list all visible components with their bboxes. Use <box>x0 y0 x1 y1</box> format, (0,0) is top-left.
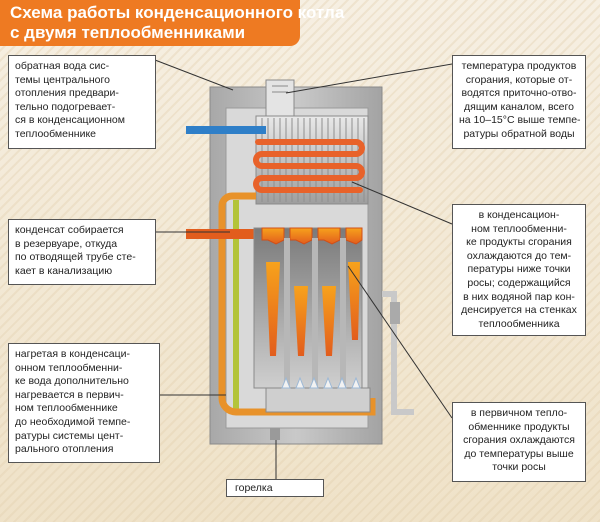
callout-condensing-exchanger: в конденсацион- ном теплообменни- ке про… <box>452 204 586 336</box>
callout-heated-water-line-6: до необходимой темпе- <box>15 415 131 428</box>
callout-primary-exchanger-line-4: до температуры выше <box>464 447 574 460</box>
callout-condensing-exchanger-line-4: охлаждаются до тем- <box>466 249 572 262</box>
callout-flue-temperature-line-3: водятся приточно-отво- <box>461 87 577 100</box>
condensate-drain-pipe <box>382 291 414 415</box>
callout-condensate: конденсат собирается в резервуаре, откуд… <box>8 219 156 285</box>
title-line-2: с двумя теплообменниками <box>10 23 246 42</box>
primary-heat-exchanger <box>261 227 363 245</box>
hot-water-coil <box>253 139 365 193</box>
callout-return-water-line-5: ся в конденсационном <box>15 114 125 127</box>
callout-primary-exchanger-line-3: сгорания охлаждаются <box>463 434 575 447</box>
title-banner: Схема работы конденсационного котла с дв… <box>0 0 344 46</box>
leader-lines <box>154 59 453 479</box>
callout-flue-temperature-line-5: на 10–15°С выше темпе- <box>459 114 581 127</box>
callout-heated-water-line-7: ратуры системы цент- <box>15 429 124 442</box>
callout-condensing-exchanger-line-6: росы; содержащийся <box>467 276 571 289</box>
callout-condensing-exchanger-line-7: в них водяной пар кон- <box>463 290 575 303</box>
callout-return-water: обратная вода сис- темы центрального ото… <box>8 55 156 149</box>
callout-heated-water-line-5: ном теплообменнике <box>15 402 118 415</box>
callout-condensing-exchanger-line-9: теплообменника <box>478 317 560 330</box>
callout-flue-temperature-line-4: дящим каналом, всего <box>464 100 574 113</box>
title-line-1: Схема работы конденсационного котла <box>10 3 345 22</box>
burner-label: горелка <box>226 479 324 497</box>
callout-heated-water-line-1: нагретая в конденсаци- <box>15 348 131 360</box>
hot-transfer-pipe <box>218 192 376 416</box>
callout-condensing-exchanger-line-8: денсируется на стенках <box>461 304 577 317</box>
callout-return-water-line-2: темы центрального <box>15 73 110 86</box>
callout-primary-exchanger-line-5: точки росы <box>492 461 546 474</box>
flue-gas-flow <box>266 262 360 356</box>
callout-condensate-line-1: конденсат собирается <box>15 224 124 236</box>
callout-flue-temperature-line-6: ратуры обратной воды <box>463 127 575 140</box>
callout-condensing-exchanger-line-5: пературы ниже точки <box>467 263 571 276</box>
callout-return-water-line-6: теплообменнике <box>15 127 96 140</box>
callout-heated-water: нагретая в конденсаци- онном теплообменн… <box>8 343 160 463</box>
callout-heated-water-line-4: нагревается в первич- <box>15 388 124 401</box>
callout-condensate-line-3: по отводящей трубе сте- <box>15 251 136 264</box>
callout-condensate-line-2: в резервуаре, откуда <box>15 237 118 250</box>
burner-unit <box>265 376 371 440</box>
callout-heated-water-line-3: ке вода дополнительно <box>15 375 129 388</box>
callout-return-water-line-1: обратная вода сис- <box>15 60 110 72</box>
callout-condensing-exchanger-line-2: ном теплообменни- <box>471 222 567 235</box>
callout-primary-exchanger-line-1: в первичном тепло- <box>470 407 568 419</box>
callout-condensing-exchanger-line-3: ке продукты сгорания <box>466 236 572 249</box>
callout-condensing-exchanger-line-1: в конденсацион- <box>478 209 560 221</box>
callout-condensate-line-4: кает в канализацию <box>15 264 113 277</box>
flue-outlet <box>265 79 295 117</box>
callout-heated-water-line-2: онном теплообменни- <box>15 361 123 374</box>
callout-return-water-line-3: отопления предвари- <box>15 87 119 100</box>
callout-heated-water-line-8: рального отопления <box>15 443 114 456</box>
callout-primary-exchanger-line-2: обменнике продукты <box>468 420 570 433</box>
callout-flue-temperature: температура продуктов сгорания, которые … <box>452 55 586 149</box>
callout-primary-exchanger: в первичном тепло- обменнике продукты сг… <box>452 402 586 482</box>
callout-return-water-line-4: тельно подогревает- <box>15 100 116 113</box>
callout-flue-temperature-line-1: температура продуктов <box>461 60 577 72</box>
callout-flue-temperature-line-2: сгорания, которые от- <box>465 73 573 86</box>
